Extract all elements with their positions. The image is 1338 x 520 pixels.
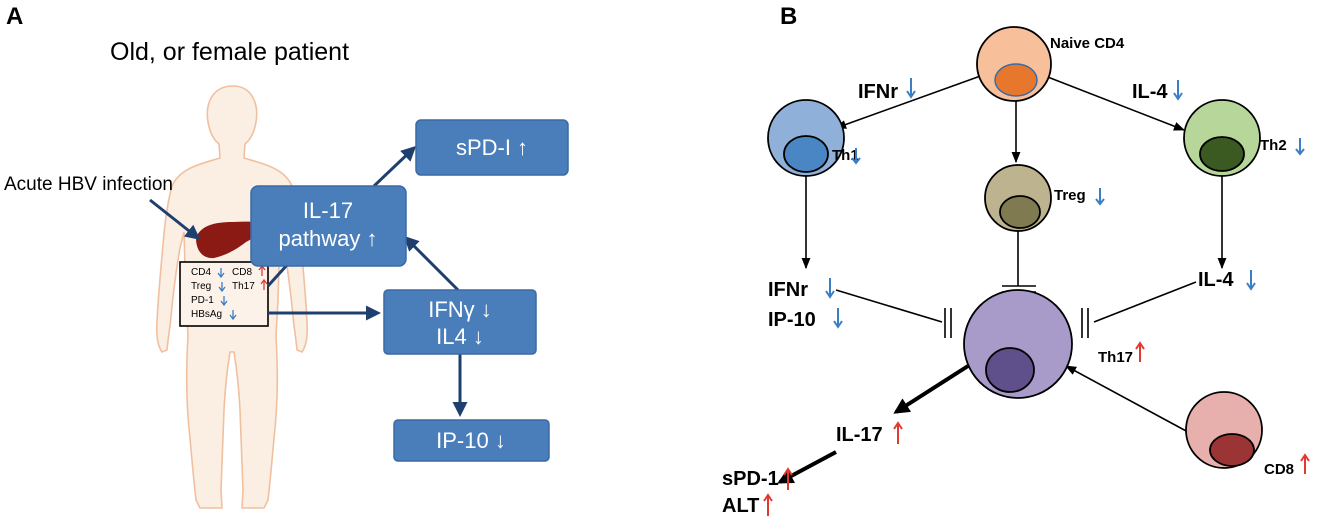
marker-left-2: PD-1: [191, 295, 214, 306]
panel-a-letter: A: [6, 3, 23, 30]
box-ip10-label: IP-10 ↓: [436, 428, 506, 453]
arrow-to-spd: [372, 145, 417, 188]
panel-b-thick-edges: [777, 364, 970, 484]
edge-cd8-th17: [1065, 365, 1189, 433]
marker-right-1: Th17: [232, 281, 255, 292]
up-arrow-icon: [893, 421, 903, 444]
label-il17-out: IL-17: [836, 424, 883, 446]
label-il4-top: IL-4: [1132, 81, 1168, 103]
cell-cd8: [1185, 391, 1263, 469]
liver-marker-box: [179, 261, 269, 327]
label-cd8: CD8: [1264, 461, 1294, 478]
edge-ifnr-inhibit: [835, 289, 943, 323]
label-ip10-out: IP-10: [768, 309, 816, 331]
label-ifnr-top: IFNr: [858, 81, 898, 103]
cell-naive-cd4: [976, 26, 1052, 102]
down-arrow-icon: [1095, 188, 1105, 206]
panel-b-letter: B: [780, 3, 797, 30]
box-ip10: IP-10 ↓: [393, 419, 550, 462]
edge-il4-inhibit: [1093, 281, 1197, 323]
up-arrow-icon: [260, 278, 268, 290]
marker-left-3: HBsAg: [191, 309, 222, 320]
panel-b-output-labels: IFNr IL-4 IFNr IP-10 IL-4 IL-17 sPD-1 AL…: [722, 81, 1234, 517]
marker-arrows: [217, 264, 268, 321]
box-ifn-line2: IL4 ↓: [436, 324, 484, 349]
box-il17-line2: pathway ↑: [278, 226, 377, 251]
down-arrow-icon: [1246, 270, 1256, 291]
down-arrow-icon: [229, 310, 237, 321]
infection-arrow: [149, 198, 201, 240]
marker-left-0: CD4: [191, 267, 211, 278]
label-spd1-out: sPD-1: [722, 468, 779, 490]
cell-treg: [984, 164, 1052, 232]
box-ifn: IFNγ ↓ IL4 ↓: [383, 289, 537, 355]
label-th2: Th2: [1260, 137, 1287, 154]
label-treg: Treg: [1054, 187, 1086, 204]
down-arrow-icon: [833, 308, 843, 329]
panel-b-trend-arrows: [763, 78, 1310, 516]
down-arrow-icon: [217, 268, 225, 279]
down-arrow-icon: [218, 282, 226, 293]
label-th17: Th17: [1098, 349, 1133, 366]
cell-th1: [767, 99, 845, 177]
panel-b-cell-labels: Naive CD4 Th1 Treg Th2 Th17 CD8: [832, 35, 1294, 478]
label-alt-out: ALT: [722, 495, 759, 517]
acute-hbv-label: Acute HBV infection: [4, 174, 173, 195]
marker-right-0: CD8: [232, 267, 252, 278]
box-spd: sPD-I ↑: [415, 119, 569, 176]
edge-naive-th2: [1039, 73, 1186, 131]
edge-il17-spd1: [777, 450, 837, 484]
box-spd-label: sPD-I ↑: [456, 135, 528, 160]
cell-th17: [963, 289, 1073, 399]
box-ifn-line1: IFNγ ↓: [428, 297, 492, 322]
up-arrow-icon: [763, 493, 773, 516]
label-ifnr-out: IFNr: [768, 279, 808, 301]
label-naive-cd4: Naive CD4: [1050, 35, 1125, 52]
box-il17-line1: IL-17: [303, 198, 353, 223]
label-il4-out: IL-4: [1198, 269, 1234, 291]
label-th1: Th1: [832, 147, 859, 164]
down-arrow-icon: [825, 278, 835, 299]
arrow-ifn-to-il17: [403, 235, 460, 292]
up-arrow-icon: [783, 467, 793, 490]
up-arrow-icon: [1135, 341, 1145, 362]
down-arrow-icon: [906, 78, 916, 99]
down-arrow-icon: [851, 148, 861, 165]
edge-naive-th1: [834, 73, 987, 129]
marker-left-1: Treg: [191, 281, 211, 292]
down-arrow-icon: [1173, 80, 1183, 101]
up-arrow-icon: [1300, 453, 1310, 474]
panel-b-edges: [801, 73, 1227, 433]
box-il17: IL-17 pathway ↑: [250, 185, 407, 267]
panel-a-title: Old, or female patient: [110, 38, 349, 66]
liver-icon: [196, 221, 261, 259]
edge-th17-il17: [893, 364, 970, 414]
liver-marker-table: CD4 CD8 Treg Th17 PD-1 HBsAg: [191, 267, 255, 320]
down-arrow-icon: [220, 296, 228, 307]
cell-th2: [1183, 99, 1261, 177]
down-arrow-icon: [1295, 138, 1305, 156]
